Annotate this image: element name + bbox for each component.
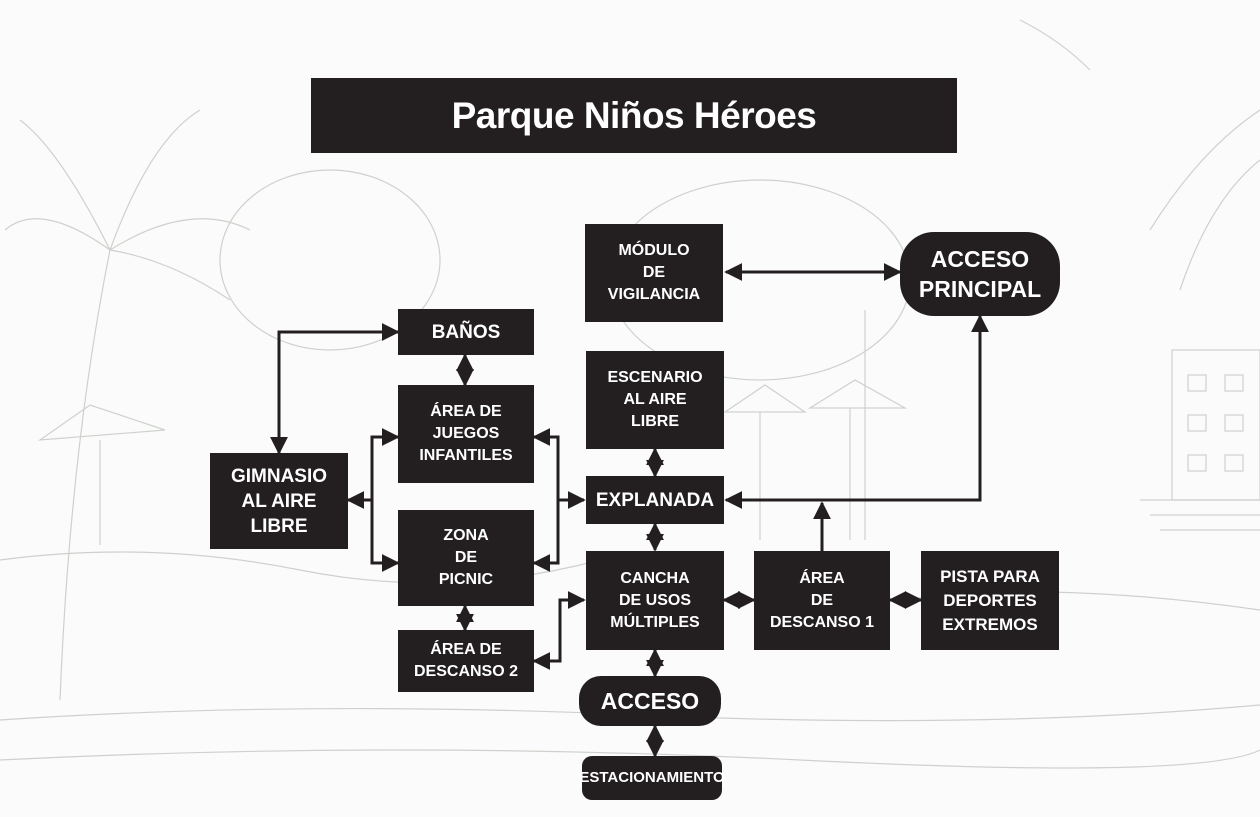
node-label: GIMNASIO AL AIRE LIBRE xyxy=(230,465,328,537)
node-area-descanso-2: ÁREA DE DESCANSO 2 xyxy=(398,630,534,692)
node-estacionamiento: ESTACIONAMIENTO xyxy=(579,756,725,800)
title-banner: Parque Niños Héroes xyxy=(311,78,957,153)
node-banos: BAÑOS xyxy=(398,309,534,355)
node-label: ÁREA DE JUEGOS INFANTILES xyxy=(419,403,513,464)
node-label: MÓDULO DE VIGILANCIA xyxy=(607,242,701,303)
node-label: BAÑOS xyxy=(431,321,501,343)
node-gimnasio: GIMNASIO AL AIRE LIBRE xyxy=(210,453,348,549)
node-label: ZONA DE PICNIC xyxy=(438,527,494,588)
node-escenario: ESCENARIO AL AIRE LIBRE xyxy=(586,351,724,449)
node-acceso-principal: ACCESO PRINCIPAL xyxy=(900,232,1060,316)
node-area-descanso-1: ÁREA DE DESCANSO 1 xyxy=(754,551,890,650)
page-title: Parque Niños Héroes xyxy=(451,94,817,136)
node-cancha: CANCHA DE USOS MÚLTIPLES xyxy=(586,551,724,650)
node-label: EXPLANADA xyxy=(595,489,715,511)
node-acceso: ACCESO xyxy=(579,676,721,726)
node-zona-picnic: ZONA DE PICNIC xyxy=(398,510,534,606)
node-label: ÁREA DE DESCANSO 2 xyxy=(413,641,519,680)
node-label: PISTA PARA DEPORTES EXTREMOS xyxy=(940,566,1040,634)
node-explanada: EXPLANADA xyxy=(586,476,724,524)
node-pista: PISTA PARA DEPORTES EXTREMOS xyxy=(921,551,1059,650)
node-label: ÁREA DE DESCANSO 1 xyxy=(769,569,875,631)
node-label: ACCESO xyxy=(600,688,700,714)
node-label: ACCESO PRINCIPAL xyxy=(918,246,1042,302)
node-label: ESTACIONAMIENTO xyxy=(579,769,725,786)
node-modulo-vigilancia: MÓDULO DE VIGILANCIA xyxy=(585,224,723,322)
node-label: CANCHA DE USOS MÚLTIPLES xyxy=(610,569,700,631)
node-label: ESCENARIO AL AIRE LIBRE xyxy=(607,369,703,430)
node-area-juegos: ÁREA DE JUEGOS INFANTILES xyxy=(398,385,534,483)
